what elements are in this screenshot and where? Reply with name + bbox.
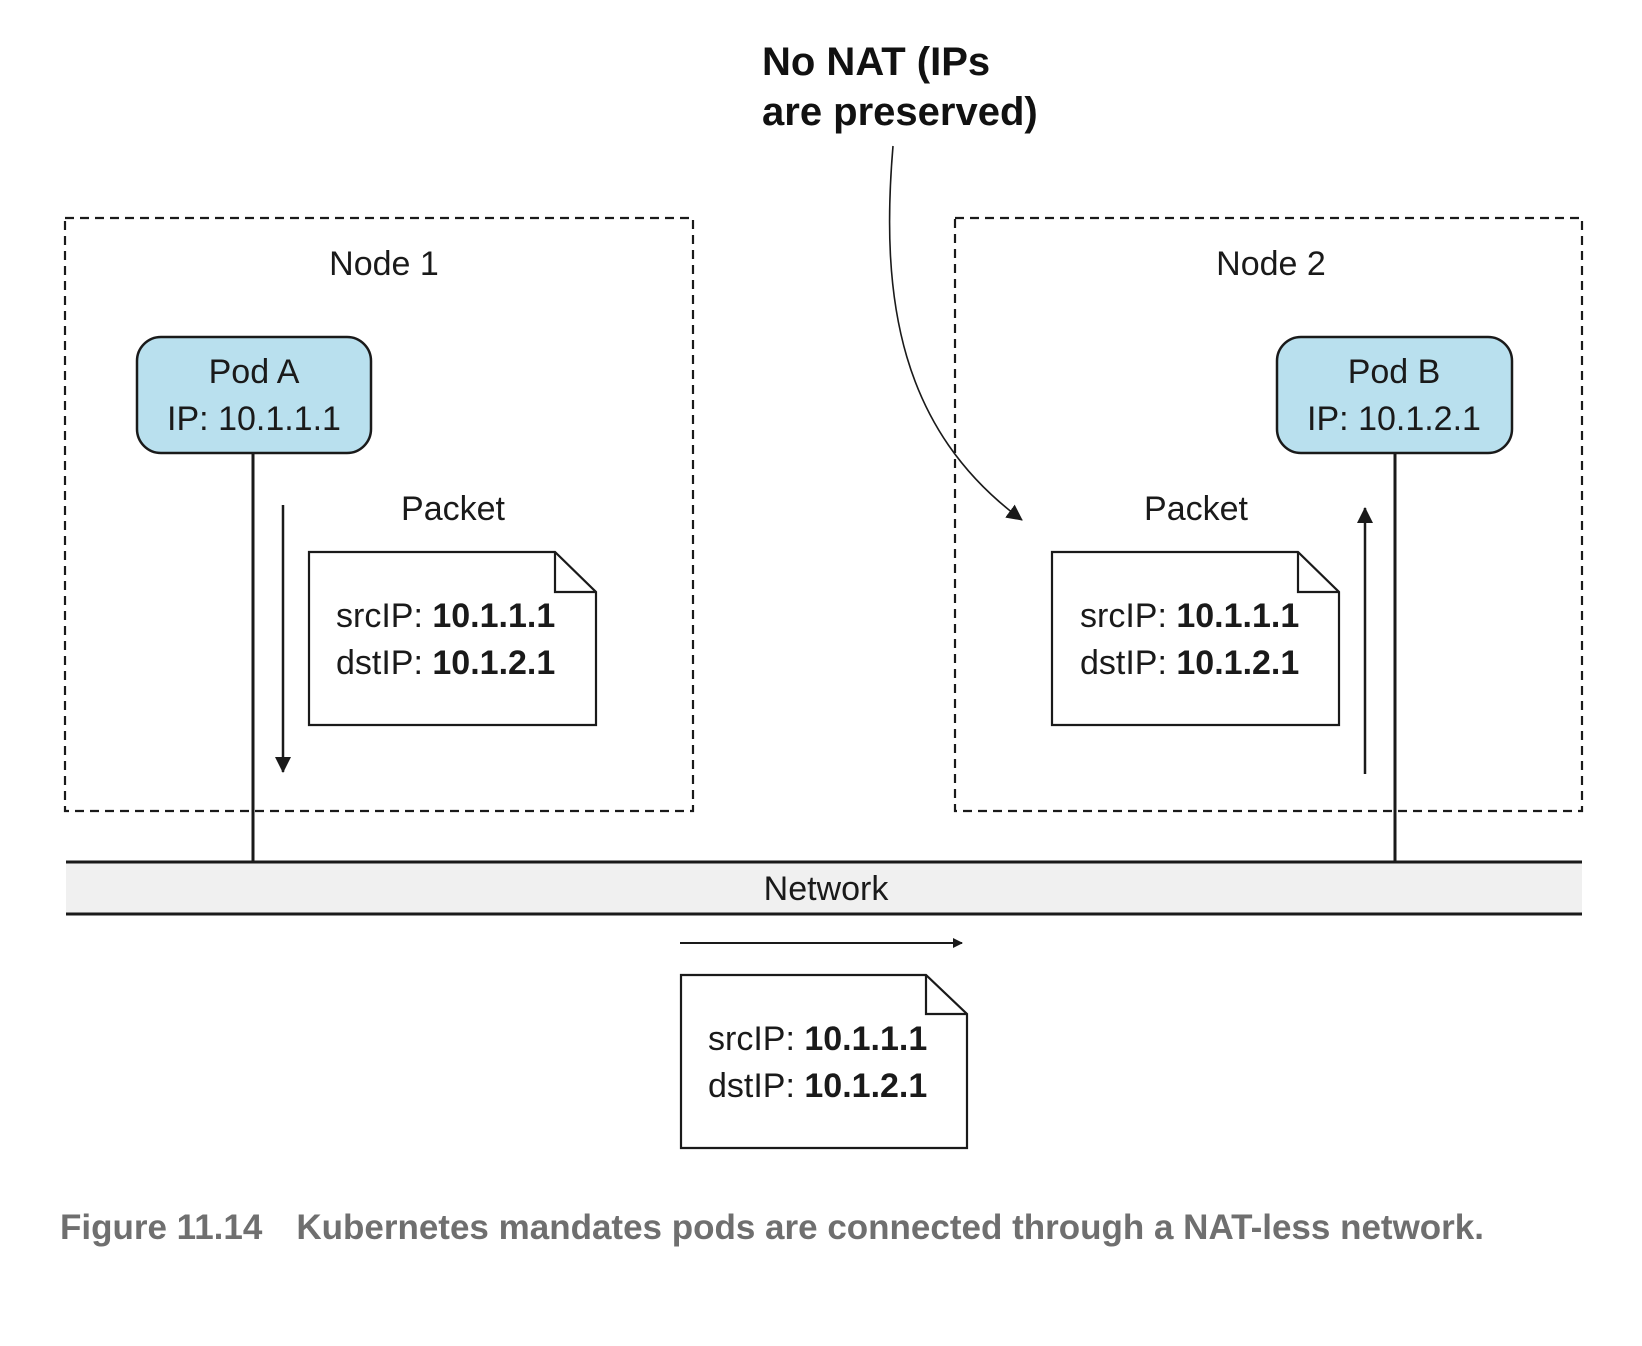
page-fold [924, 975, 967, 1016]
figure-caption: Figure 11.14 Kubernetes mandates pods are… [60, 1203, 1590, 1253]
packet-box [307, 550, 598, 727]
packet-src: srcIP: 10.1.1.1 [1080, 597, 1299, 635]
packet-dst: dstIP: 10.1.2.1 [708, 1067, 927, 1105]
callout-line-2: are preserved) [762, 90, 1038, 134]
caption-text: Kubernetes mandates pods are connected t… [296, 1208, 1484, 1247]
callout-line-1: No NAT (IPs [762, 40, 990, 84]
pod-b [1275, 335, 1514, 455]
packet-label: Packet [401, 490, 505, 528]
figure-number: Figure 11.14 [60, 1208, 263, 1247]
pod-a [135, 335, 373, 455]
network-diagram: No NAT (IPs are preserved) Node 1 Pod A … [63, 40, 1584, 1150]
packet-label: Packet [1144, 490, 1248, 528]
network-band [66, 862, 1582, 914]
node-1-box [63, 216, 695, 813]
pod-b-name: Pod B [1348, 353, 1441, 391]
pod-a-ip: IP: 10.1.1.1 [167, 400, 341, 438]
pod-a-name: Pod A [209, 353, 300, 391]
packet-box [679, 973, 969, 1150]
pod-b-ip: IP: 10.1.2.1 [1307, 400, 1481, 438]
packet-src: srcIP: 10.1.1.1 [708, 1020, 927, 1058]
packet-dst: dstIP: 10.1.2.1 [1080, 644, 1299, 682]
packet-box [1050, 550, 1341, 727]
packet-dst: dstIP: 10.1.2.1 [336, 644, 555, 682]
callout-arrow [888, 145, 1023, 521]
node-2: Node 2 Pod B IP: 10.1.2.1 Packet srcIP: … [953, 216, 1584, 861]
page-fold [1296, 552, 1339, 594]
page-fold [553, 552, 596, 594]
network-label: Network [764, 870, 890, 908]
node-2-title: Node 2 [1216, 245, 1326, 283]
packet-src: srcIP: 10.1.1.1 [336, 597, 555, 635]
node-1: Node 1 Pod A IP: 10.1.1.1 Packet srcIP: … [63, 216, 695, 861]
network: Network srcIP: 10.1.1.1 dstIP: 10.1.2.1 [66, 860, 1582, 1150]
node-2-box [953, 216, 1584, 813]
node-1-title: Node 1 [329, 245, 439, 283]
